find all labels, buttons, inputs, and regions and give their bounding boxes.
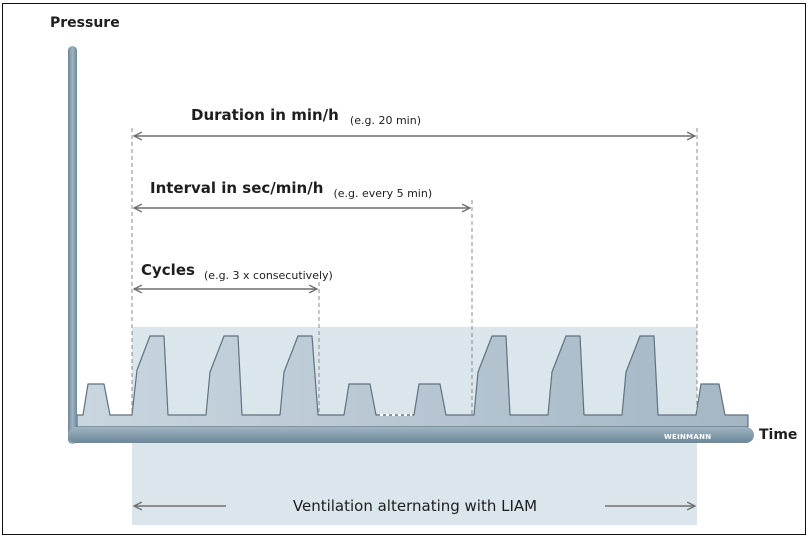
cycles-label-example: (e.g. 3 x consecutively): [204, 269, 333, 282]
x-axis-label: Time: [759, 427, 797, 443]
y-axis-label: Pressure: [50, 15, 120, 31]
pressure-waveform: [76, 335, 749, 428]
cycles-label: Cycles (e.g. 3 x consecutively): [141, 260, 333, 282]
weinmann-logo: WEINMANN: [664, 433, 711, 441]
interval-label-main: Interval in sec/min/h: [150, 179, 323, 197]
band-label: Ventilation alternating with LIAM: [293, 497, 537, 515]
duration-label-example: (e.g. 20 min): [350, 114, 421, 127]
duration-label-main: Duration in min/h: [191, 106, 339, 124]
y-axis: [68, 46, 77, 444]
x-axis: [68, 427, 754, 443]
interval-label: Interval in sec/min/h (e.g. every 5 min): [150, 178, 432, 200]
diagram-frame: [2, 3, 806, 535]
duration-label: Duration in min/h (e.g. 20 min): [191, 105, 421, 127]
interval-label-example: (e.g. every 5 min): [333, 187, 432, 200]
cycles-label-main: Cycles: [141, 261, 195, 279]
guide-lines: [131, 128, 698, 415]
